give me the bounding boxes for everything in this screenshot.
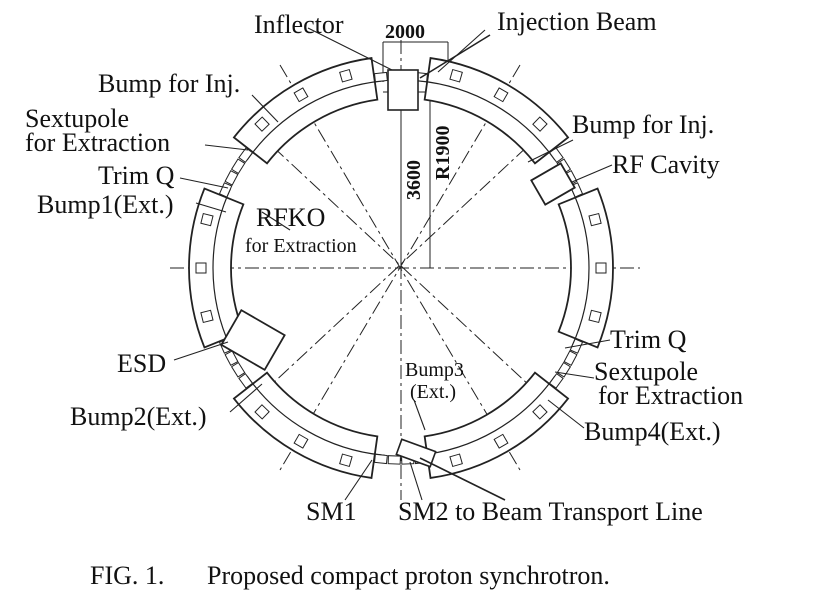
diagonal-axis-4 <box>254 129 546 401</box>
coil-box-3-3 <box>254 404 270 420</box>
label-bump3-line2: (Ext.) <box>410 381 456 403</box>
coil-box-6-1 <box>449 68 463 83</box>
label-bump-inj-left: Bump for Inj. <box>98 69 240 98</box>
label-esd: ESD <box>117 349 166 378</box>
leader-line-1 <box>307 27 393 71</box>
leader-line-9 <box>571 164 613 183</box>
leader-line-8 <box>527 139 574 163</box>
leader-line-5 <box>179 177 229 189</box>
label-sextupole-left-line2: for Extraction <box>25 128 170 157</box>
beam-pipe-arc-6 <box>417 80 556 161</box>
leader-line-14 <box>554 371 595 379</box>
coil-box-2-2 <box>493 433 509 449</box>
leader-line-6 <box>195 202 227 213</box>
coil-box-6-3 <box>532 116 548 132</box>
label-trim-q-left: Trim Q <box>98 161 175 190</box>
straight-component-4-3 <box>230 158 246 175</box>
beam-pipe-arc-5 <box>246 80 385 161</box>
leader-line-15 <box>547 399 585 429</box>
straight-component-2-4 <box>373 453 388 465</box>
coil-box-2-3 <box>449 453 463 468</box>
straight-component-3-2 <box>230 361 246 378</box>
straight-component-4-2 <box>224 170 239 186</box>
leader-line-4 <box>204 144 249 151</box>
extraction-line <box>419 457 506 501</box>
leader-line-3 <box>251 94 279 123</box>
coil-box-4-2 <box>195 262 207 274</box>
coil-box-4-3 <box>200 212 214 227</box>
leader-line-13 <box>564 339 611 349</box>
bending-magnet-5 <box>232 57 379 165</box>
bending-magnet-4 <box>188 187 245 349</box>
straight-component-1-3 <box>556 361 572 378</box>
label-sextupole-right-line2: for Extraction <box>598 381 743 410</box>
label-sextupole-left-line1: Sextupole <box>25 104 129 133</box>
label-rf-cavity: RF Cavity <box>612 150 720 179</box>
label-dim-3600: 3600 <box>403 160 425 200</box>
coil-box-5-1 <box>254 116 270 132</box>
label-sm1: SM1 <box>306 497 357 526</box>
straight-component-1-4 <box>548 372 564 389</box>
diagonal-axis-2 <box>279 64 521 471</box>
leader-line-17 <box>409 461 423 501</box>
coil-box-4-1 <box>200 309 214 324</box>
beam-pipe-arc-1 <box>570 188 590 348</box>
esd-box <box>220 308 286 372</box>
rf-cavity-box <box>530 162 576 206</box>
label-inflector: Inflector <box>254 10 344 39</box>
straight-component-4-1 <box>218 182 233 198</box>
leader-line-16 <box>344 459 373 501</box>
inflector-box <box>387 69 419 111</box>
label-bump3-line1: Bump3 <box>405 359 464 381</box>
coil-box-1-2 <box>595 262 607 274</box>
label-dim-2000: 2000 <box>385 21 425 43</box>
bending-magnet-1 <box>557 187 614 349</box>
label-bump4-ext: Bump4(Ext.) <box>584 417 721 446</box>
beam-pipe-arc-2 <box>417 375 556 456</box>
straight-component-2-3 <box>387 455 401 465</box>
leader-line-2 <box>437 29 486 73</box>
label-bump2-ext: Bump2(Ext.) <box>70 402 207 431</box>
straight-component-3-3 <box>224 350 239 366</box>
leader-line-11 <box>229 383 263 413</box>
coil-box-2-1 <box>532 404 548 420</box>
coil-box-3-2 <box>293 433 309 449</box>
caption-text: Proposed compact proton synchrotron. <box>207 561 610 590</box>
label-rfko-line2: for Extraction <box>245 235 357 257</box>
coil-box-6-2 <box>493 87 509 103</box>
bending-magnet-3 <box>232 371 379 479</box>
coil-box-1-1 <box>588 212 602 227</box>
label-rfko-line1: RFKO <box>256 203 325 232</box>
sm2-box <box>395 438 437 468</box>
coil-box-1-3 <box>588 309 602 324</box>
label-bump-inj-right: Bump for Inj. <box>572 110 714 139</box>
label-dim-r1900: R1900 <box>432 126 454 180</box>
leader-line-12 <box>413 399 426 431</box>
diagonal-axis-3 <box>254 129 546 401</box>
beam-pipe-arc-4 <box>212 188 232 348</box>
straight-component-1-2 <box>563 350 578 366</box>
straight-component-5-1 <box>373 71 388 83</box>
straight-component-4-4 <box>238 147 254 164</box>
leader-line-10 <box>173 341 229 361</box>
label-trim-q-right: Trim Q <box>610 325 687 354</box>
label-bump1-ext: Bump1(Ext.) <box>37 190 174 219</box>
coil-box-5-3 <box>339 68 353 83</box>
straight-component-3-1 <box>238 372 254 389</box>
leader-lines <box>173 27 613 501</box>
label-sextupole-right-line1: Sextupole <box>594 357 698 386</box>
coil-box-5-2 <box>293 87 309 103</box>
coil-box-3-1 <box>339 453 353 468</box>
label-sm2: SM2 to Beam Transport Line <box>398 497 703 526</box>
label-injection-beam: Injection Beam <box>497 7 657 36</box>
leader-line-7 <box>261 211 291 231</box>
bending-magnets <box>188 57 614 479</box>
caption-fig-number: FIG. 1. <box>90 561 164 590</box>
beam-pipe-arc-3 <box>246 375 385 456</box>
